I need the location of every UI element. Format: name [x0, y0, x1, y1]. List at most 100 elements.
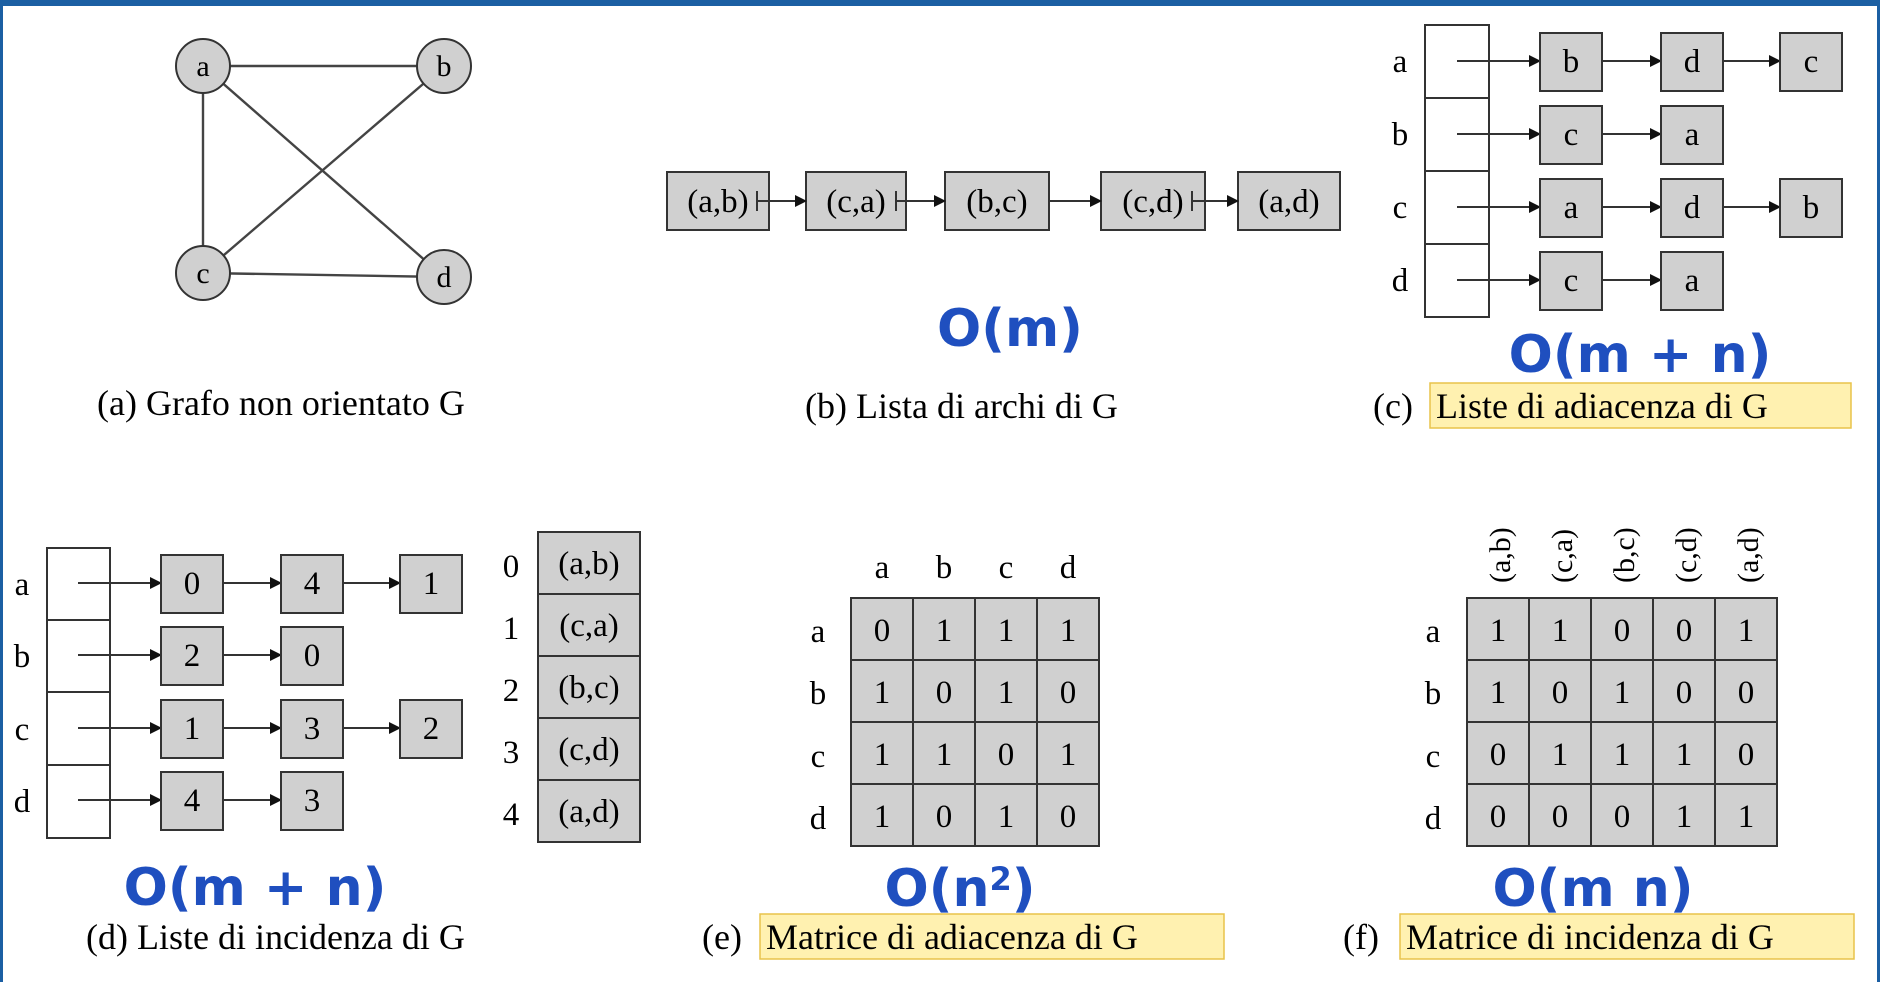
matrix-value: 1	[1614, 675, 1631, 711]
list-node: 3	[280, 771, 344, 831]
caption-b: (b) Lista di archi di G	[805, 386, 1118, 426]
row-header: c	[811, 739, 826, 775]
col-header: (a,b)	[1484, 527, 1517, 583]
edge-a-d	[202, 65, 445, 278]
svg-text:c: c	[1564, 117, 1579, 153]
row-header: a	[811, 614, 826, 650]
caption-a: (a) Grafo non orientato G	[97, 383, 465, 423]
col-header: (c,a)	[1546, 529, 1579, 583]
row-label: b	[14, 639, 31, 675]
row-header: d	[1425, 801, 1442, 837]
caption-d: (d) Liste di incidenza di G	[86, 917, 465, 957]
edge-list-item: (c,a)	[805, 171, 907, 231]
caption-e-prefix: (e)	[702, 917, 742, 957]
svg-text:0: 0	[304, 638, 321, 674]
matrix-value: 1	[1490, 613, 1507, 649]
matrix-value: 1	[1738, 799, 1755, 835]
list-node: c	[1539, 251, 1603, 311]
row-label: d	[14, 784, 31, 820]
list-node: d	[1660, 32, 1724, 92]
edge-array-item: (c,d)	[558, 732, 619, 768]
matrix-value: 1	[1614, 737, 1631, 773]
caption-e: Matrice di adiacenza di G	[766, 917, 1138, 957]
edge-array-item: (c,a)	[559, 608, 619, 644]
edge-list-item: (b,c)	[944, 171, 1050, 231]
caption-highlight	[1399, 913, 1855, 960]
row-header: a	[1426, 614, 1441, 650]
matrix-value: 1	[936, 613, 953, 649]
list-node: b	[1779, 178, 1843, 238]
caption-highlight	[1429, 382, 1852, 429]
edge-b-c	[202, 65, 445, 274]
matrix-value: 1	[1676, 737, 1693, 773]
edge-index: 4	[503, 797, 520, 833]
edge-list-item: (a,d)	[1237, 171, 1341, 231]
svg-text:c: c	[1564, 263, 1579, 299]
matrix-value: 1	[874, 675, 891, 711]
matrix-value: 1	[874, 799, 891, 835]
matrix-value: 0	[1060, 675, 1077, 711]
matrix-value: 1	[1060, 613, 1077, 649]
matrix-value: 1	[1552, 737, 1569, 773]
panel-a-graph: a b c d (a) Grafo non orientato G	[97, 38, 472, 423]
matrix-value: 1	[1490, 675, 1507, 711]
svg-text:4: 4	[304, 566, 321, 602]
list-node: a	[1660, 251, 1724, 311]
row-label: a	[15, 567, 30, 603]
matrix-cell	[1036, 659, 1100, 723]
caption-c-prefix: (c)	[1373, 386, 1413, 426]
svg-text:1: 1	[184, 711, 201, 747]
matrix-cell	[1528, 721, 1592, 785]
node-d-label: d	[437, 261, 452, 294]
matrix-cell	[1466, 783, 1530, 847]
row-header: d	[810, 801, 827, 837]
svg-text:1: 1	[423, 566, 440, 602]
svg-text:a: a	[1685, 117, 1700, 153]
matrix-cell	[974, 783, 1038, 847]
svg-text:(c,a): (c,a)	[826, 184, 886, 220]
edge-array-item: (a,d)	[558, 794, 619, 830]
col-header: (a,d)	[1732, 527, 1765, 583]
matrix-cell	[974, 721, 1038, 785]
matrix-value: 0	[998, 737, 1015, 773]
edge-index: 0	[503, 549, 520, 585]
row-header: b	[1425, 676, 1442, 712]
matrix-cell	[974, 597, 1038, 661]
node-b: b	[416, 38, 472, 94]
matrix-value: 1	[1552, 613, 1569, 649]
matrix-cell	[1528, 659, 1592, 723]
matrix-value: 1	[998, 675, 1015, 711]
node-d: d	[416, 249, 472, 305]
col-header: (c,d)	[1670, 527, 1703, 583]
svg-text:2: 2	[184, 638, 201, 674]
matrix-cell	[1590, 783, 1654, 847]
list-node: c	[1539, 105, 1603, 165]
list-node: d	[1660, 178, 1724, 238]
list-node: 2	[399, 699, 463, 759]
matrix-value: 0	[1738, 675, 1755, 711]
col-header: d	[1060, 550, 1077, 586]
edge-array-item: (a,b)	[558, 546, 619, 582]
list-node: c	[1779, 32, 1843, 92]
matrix-cell	[1714, 721, 1778, 785]
matrix-cell	[1714, 597, 1778, 661]
list-node: 0	[160, 554, 224, 614]
matrix-cell	[1652, 597, 1716, 661]
panel-b-edge-list: (a,b) (c,a) (b,c) (c,d) (a,d) O(m) (b) L…	[666, 171, 1341, 426]
svg-text:3: 3	[304, 783, 321, 819]
matrix-value: 0	[1060, 799, 1077, 835]
matrix-value: 0	[1490, 799, 1507, 835]
row-label: d	[1392, 263, 1409, 299]
edge-list-item: (c,d)	[1100, 171, 1206, 231]
list-node: b	[1539, 32, 1603, 92]
svg-text:(b,c): (b,c)	[966, 184, 1027, 220]
node-a: a	[175, 38, 231, 94]
matrix-value: 1	[1738, 613, 1755, 649]
matrix-cell	[1036, 783, 1100, 847]
edge-list-item: (a,b)	[666, 171, 770, 231]
row-label: a	[1393, 44, 1408, 80]
edge-c-d	[202, 271, 445, 279]
col-header: b	[936, 550, 953, 586]
